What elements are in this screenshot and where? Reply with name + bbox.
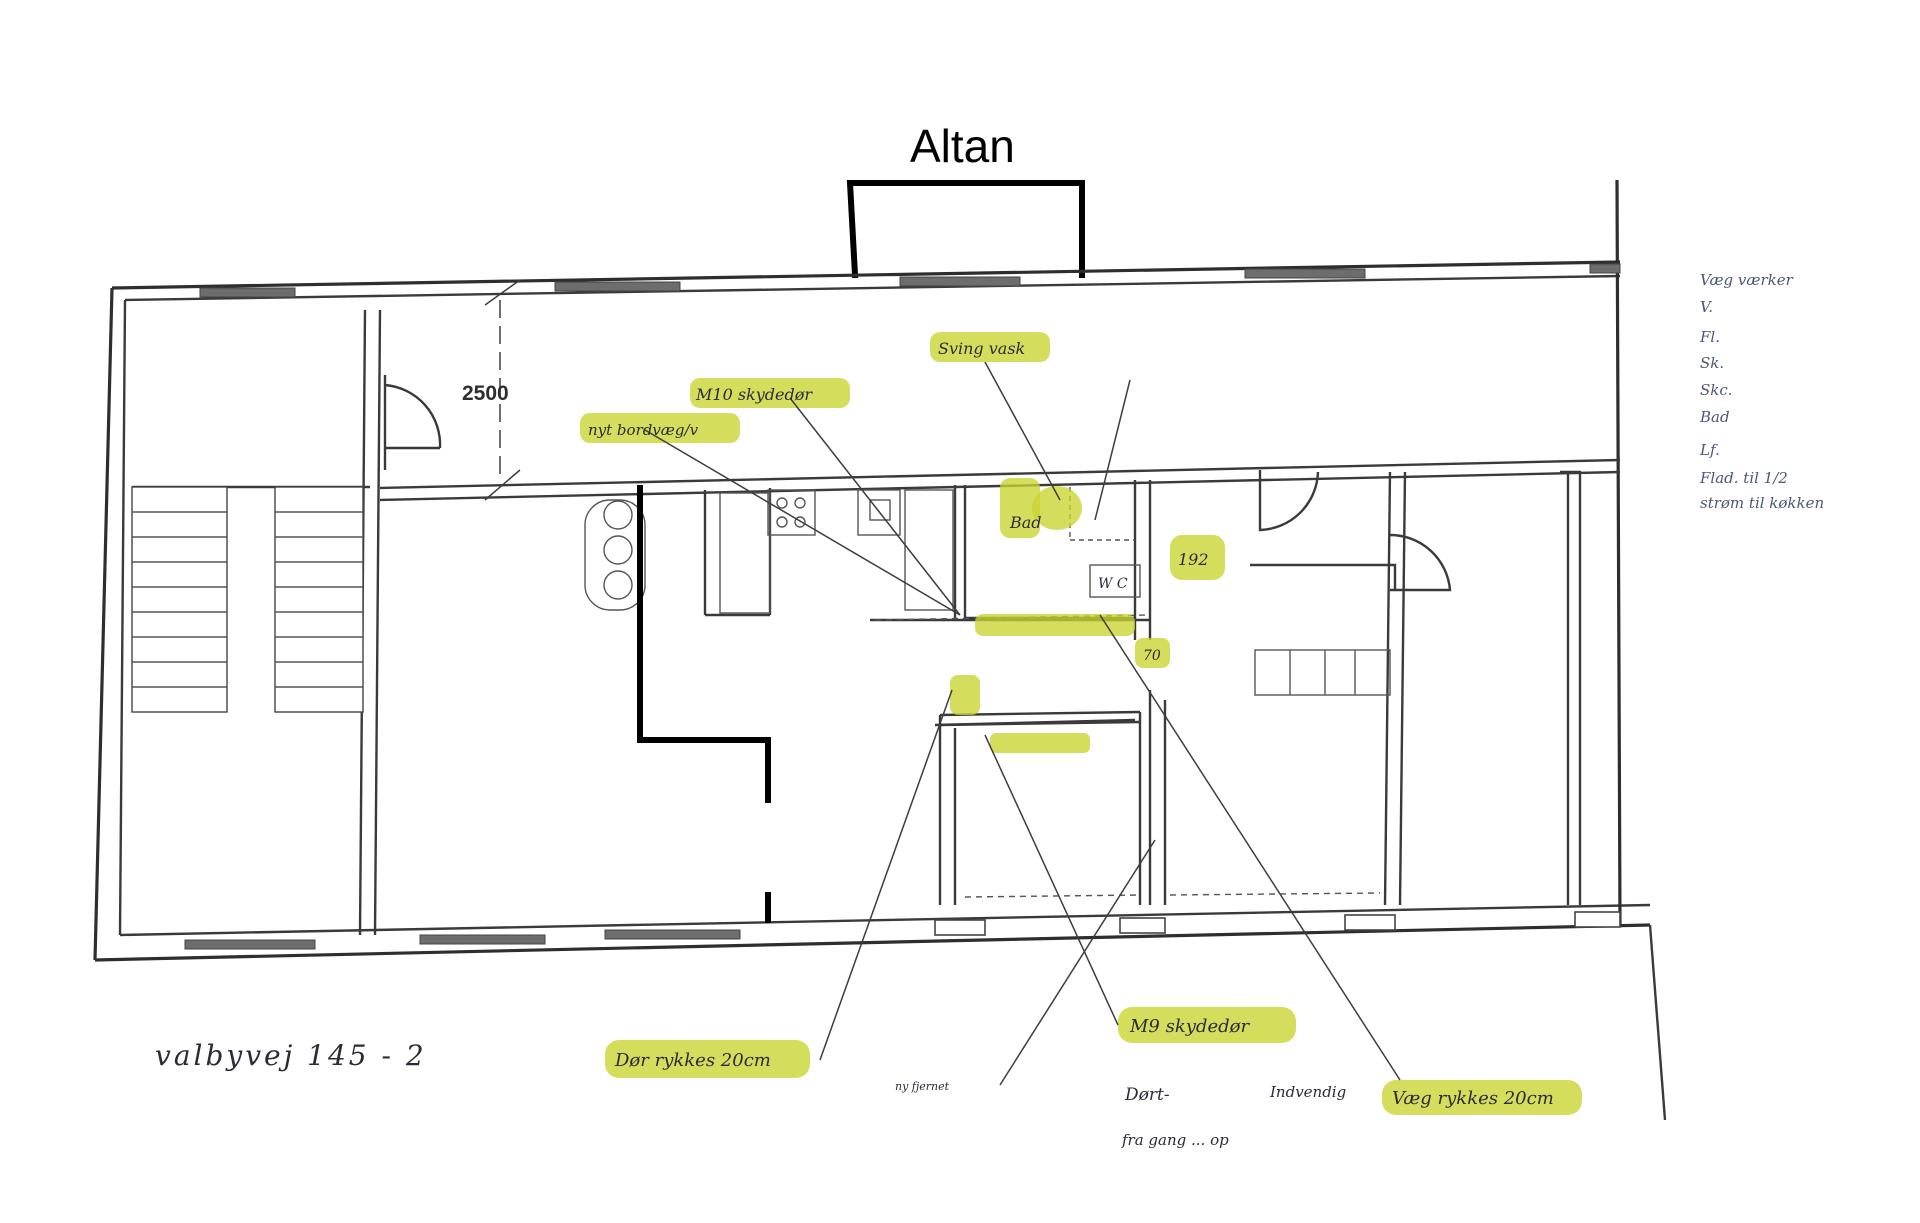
side-note: Fl. [1699, 328, 1720, 346]
label-small-note: ny fjernet [895, 1080, 950, 1093]
label-70: 70 [1143, 648, 1161, 664]
side-note: Væg værker [1700, 271, 1794, 289]
label-192: 192 [1178, 550, 1209, 569]
label-bad: Bad [1009, 513, 1042, 532]
balcony-title: Altan [910, 120, 1015, 172]
label-dont: Dørt- [1124, 1085, 1170, 1105]
bottom-windows [184, 911, 1621, 950]
hallway-door [383, 375, 442, 470]
label-sving-vask: Sving vask [938, 339, 1025, 358]
balcony-bracket [846, 180, 1085, 279]
side-note: V. [1700, 298, 1713, 316]
proposed-wall-markup [637, 485, 771, 803]
side-note: Skc. [1700, 381, 1733, 399]
stairwell [131, 309, 382, 936]
top-windows [199, 263, 1621, 298]
highlights [580, 332, 1582, 1115]
label-m10-skydedor: M10 skydedør [695, 385, 813, 404]
lower-rooms [934, 718, 1381, 905]
side-note: Bad [1699, 408, 1730, 426]
label-nyt-bordvaeg: nyt bordvæg/v [588, 421, 699, 439]
label-m9-skydedor: M9 skydedør [1129, 1016, 1250, 1037]
side-note: strøm til køkken [1700, 494, 1824, 512]
label-indvendig: Indvendig [1269, 1083, 1346, 1101]
label-address: valbyvej 145 - 2 [155, 1039, 427, 1072]
side-note: Flad. til 1/2 [1699, 469, 1788, 487]
label-door-moved: Dør rykkes 20cm [614, 1050, 771, 1071]
dimension-label: 2500 [462, 382, 509, 405]
side-note: Sk. [1700, 354, 1724, 372]
label-wall-moved: Væg rykkes 20cm [1392, 1088, 1554, 1109]
svg-text:W C: W C [1098, 576, 1128, 592]
side-notes: Væg værker V. Fl. Sk. Skc. Bad Lf. Flad.… [1699, 271, 1824, 512]
kitchen [584, 489, 954, 614]
side-note: Lf. [1699, 441, 1720, 459]
right-doors [1254, 470, 1452, 696]
leader-lines [644, 361, 1401, 1086]
label-bottom-note: fra gang ... op [1121, 1131, 1229, 1149]
